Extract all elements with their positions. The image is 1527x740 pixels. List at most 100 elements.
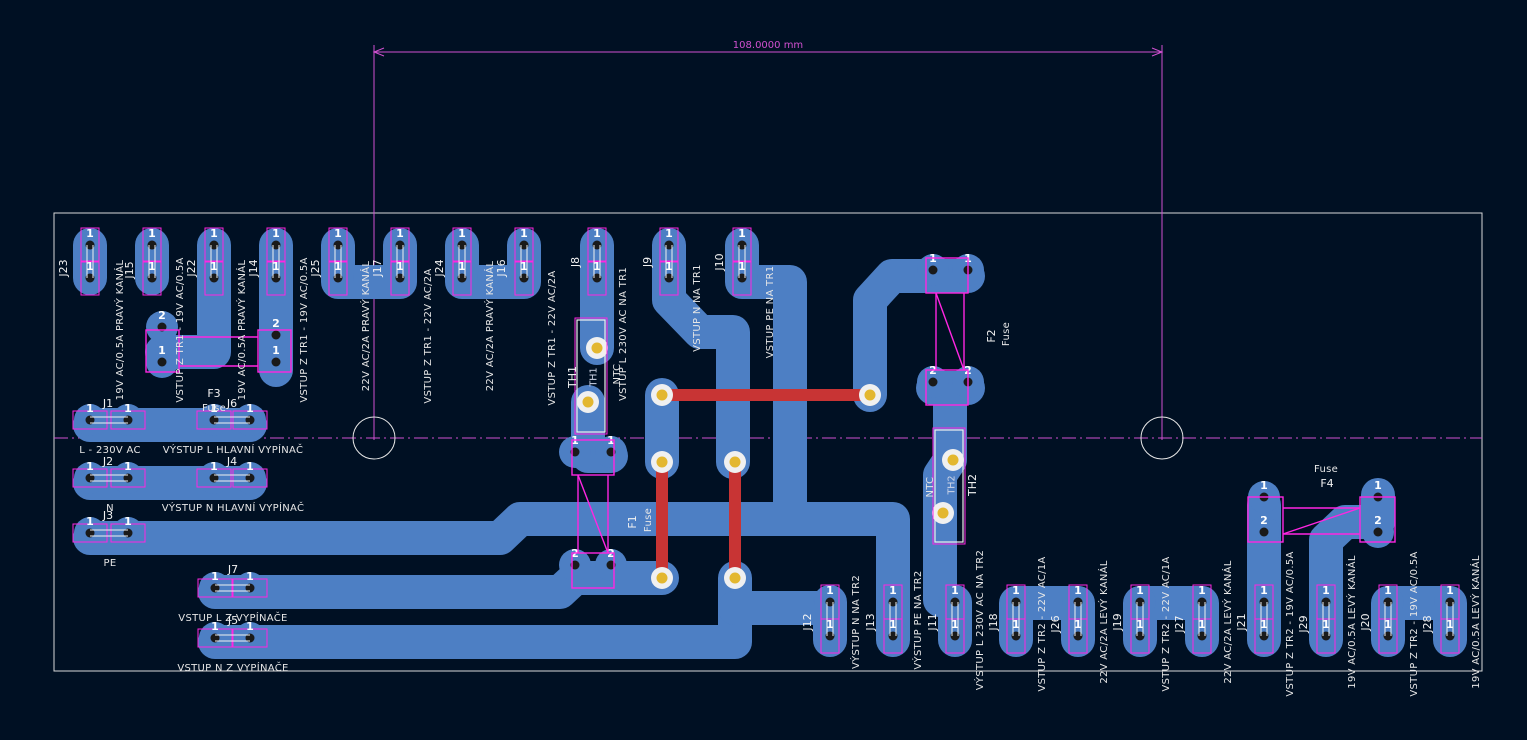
- pad-drill: [1321, 597, 1331, 607]
- pad-drill: [1135, 631, 1145, 641]
- ref-j23: J23: [57, 259, 70, 277]
- pad-drill: [210, 633, 220, 643]
- value-j18: VSTUP Z TR2 - 22V AC/1A: [1037, 556, 1048, 691]
- via-drill-6: [582, 396, 594, 408]
- mounting-hole-right[interactable]: [1140, 416, 1184, 460]
- value-j22: 19V AC/0.5A PRAVÝ KANÁL: [235, 260, 248, 401]
- footprint-j8[interactable]: 11: [581, 227, 613, 296]
- pad-drill: [950, 631, 960, 641]
- top-copper-traces[interactable]: [656, 389, 870, 578]
- pad-drill: [664, 273, 674, 283]
- pad-drill: [1011, 631, 1021, 641]
- pad-number: 1: [124, 402, 132, 415]
- value-f3: Fuse: [202, 403, 226, 414]
- value-th1: NTC: [612, 364, 623, 385]
- pad-number: 1: [1322, 584, 1330, 597]
- pad-number: 1: [665, 260, 673, 273]
- pad-drill: [1073, 597, 1083, 607]
- footprint-j15[interactable]: 11: [136, 227, 168, 296]
- footprint-j10[interactable]: 11: [726, 227, 758, 296]
- footprint-j17[interactable]: 11: [384, 227, 416, 296]
- pad-number: 1: [1012, 618, 1020, 631]
- value-j23: 19V AC/0.5A PRAVÝ KANÁL: [113, 260, 126, 401]
- pad-courtyard: [72, 468, 108, 488]
- pad-number: 1: [1446, 618, 1454, 631]
- ref-j13: J13: [864, 613, 877, 631]
- via-drill-7: [591, 342, 603, 354]
- ref-j9: J9: [641, 257, 654, 268]
- footprint-j23[interactable]: 11: [74, 227, 106, 296]
- footprint-j21[interactable]: 11: [1248, 584, 1280, 654]
- pad-courtyard: [110, 468, 146, 488]
- pad-courtyard: [266, 260, 286, 296]
- value-j14: VSTUP Z TR1 - 19V AC/0.5A: [299, 257, 310, 402]
- dimension-annotation[interactable]: [372, 45, 1164, 440]
- value-j21: VSTUP Z TR2 - 19V AC/0.5A: [1285, 551, 1296, 696]
- footprint-j22[interactable]: 11: [198, 227, 230, 296]
- via-drill-8: [947, 454, 959, 466]
- pad-number: 1: [1260, 479, 1268, 492]
- footprint-j24[interactable]: 11: [446, 227, 478, 296]
- pad-courtyard: [72, 410, 108, 430]
- pad-courtyard: [883, 618, 903, 654]
- pad-drill: [519, 273, 529, 283]
- footprint-j9[interactable]: 11: [653, 227, 685, 296]
- mounting-hole-left[interactable]: [352, 416, 396, 460]
- footprint-j26[interactable]: 11: [1062, 584, 1094, 654]
- pad-number: 1: [1446, 584, 1454, 597]
- value-j28: 19V AC/0.5A LEVÝ KANÁL: [1469, 555, 1482, 689]
- th2-body-outline[interactable]: [934, 429, 964, 543]
- th1-body-outline[interactable]: [576, 319, 606, 433]
- ref-j6: J6: [226, 397, 237, 410]
- footprint-j18[interactable]: 11: [1000, 584, 1032, 654]
- via-drill-5: [729, 572, 741, 584]
- footprint-j27[interactable]: 11: [1186, 584, 1218, 654]
- footprint-j28[interactable]: 11: [1434, 584, 1466, 654]
- pad-drill: [209, 415, 219, 425]
- pad-courtyard: [80, 260, 100, 296]
- footprint-j13[interactable]: 11: [877, 584, 909, 654]
- pad-drill: [664, 240, 674, 250]
- footprint-j16[interactable]: 11: [508, 227, 540, 296]
- pad-drill: [210, 583, 220, 593]
- value-j9: VSTUP N NA TR1: [692, 264, 703, 352]
- footprint-j25[interactable]: 11: [322, 227, 354, 296]
- pad-drill: [157, 357, 167, 367]
- ref-j4: J4: [226, 455, 237, 468]
- footprint-j20[interactable]: 11: [1372, 584, 1404, 654]
- ref-j26: J26: [1049, 615, 1062, 633]
- via-drill-9: [937, 507, 949, 519]
- pad-drill: [457, 240, 467, 250]
- footprint-j11[interactable]: 11: [939, 584, 971, 654]
- pad-courtyard: [1316, 618, 1336, 654]
- pad-courtyard: [1006, 618, 1026, 654]
- pad-drill: [209, 273, 219, 283]
- footprint-j19[interactable]: 11: [1124, 584, 1156, 654]
- footprint-j14[interactable]: 11: [260, 227, 292, 296]
- pad-drill: [1073, 631, 1083, 641]
- ref-th1: TH1: [566, 366, 579, 389]
- pad-courtyard: [110, 523, 146, 543]
- pad-number: 1: [593, 260, 601, 273]
- via-group[interactable]: [577, 337, 964, 589]
- pad-courtyard: [1068, 618, 1088, 654]
- footprint-j12[interactable]: 11: [814, 584, 846, 654]
- pad-number: 1: [210, 227, 218, 240]
- footprint-j29[interactable]: 11: [1310, 584, 1342, 654]
- pad-drill: [85, 240, 95, 250]
- fuse-courtyards: [145, 257, 1396, 589]
- ref-j15: J15: [123, 261, 136, 279]
- pad-courtyard: [142, 260, 162, 296]
- pad-drill: [333, 240, 343, 250]
